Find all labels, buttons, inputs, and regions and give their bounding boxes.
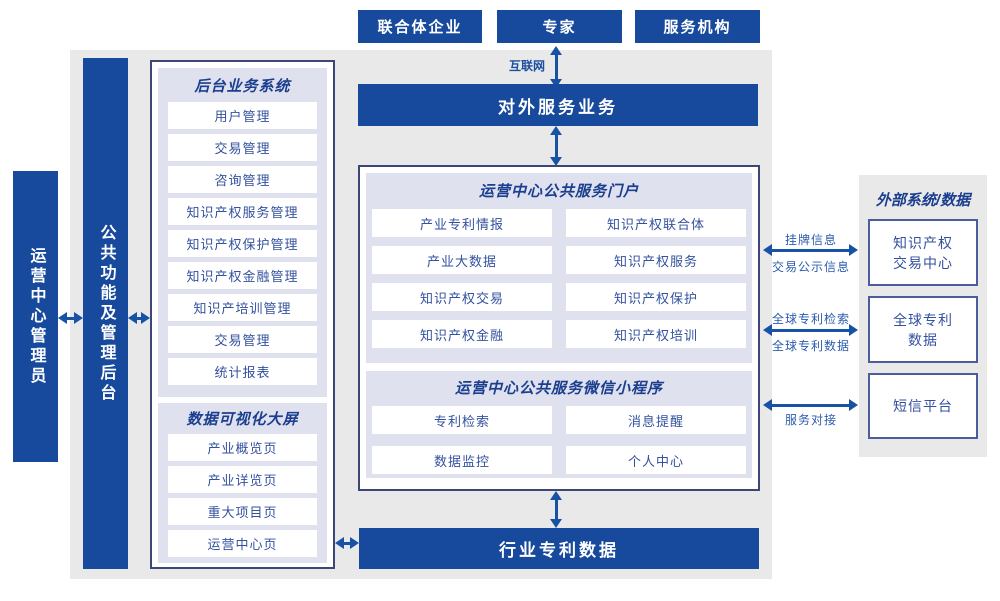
node-service-organization: 服务机构 (635, 10, 760, 43)
link-label-global-patent-data: 全球专利数据 (771, 339, 850, 353)
link-label-listing-info: 挂牌信息 (784, 233, 837, 247)
list-item: 知识产权保护管理 (168, 230, 317, 257)
backend-items: 用户管理 交易管理 咨询管理 知识产权服务管理 知识产权保护管理 知识产权金融管… (158, 96, 327, 385)
node-external-service-business: 对外服务业务 (358, 84, 758, 126)
list-item: 知识产权联合体 (566, 209, 746, 237)
dashboard-items: 产业概览页 产业详览页 重大项目页 运营中心页 (158, 429, 327, 557)
node-label-line: 交易中心 (893, 254, 953, 271)
list-item: 专利检索 (372, 406, 552, 434)
list-item: 产业大数据 (372, 246, 552, 274)
node-ip-trading-center: 知识产权 交易中心 (868, 219, 978, 286)
node-label: 运营中心管理员 (27, 246, 45, 387)
node-label: 专家 (542, 19, 577, 36)
node-label: 行业专利数据 (499, 541, 619, 560)
link-label-service-connect: 服务对接 (784, 413, 837, 427)
public-service-portal-section: 运营中心公共服务门户 产业专利情报 知识产权联合体 产业大数据 知识产权服务 知… (366, 173, 752, 363)
node-industry-patent-data: 行业专利数据 (359, 528, 759, 569)
node-label-line: 数据 (908, 331, 938, 348)
list-item: 统计报表 (168, 358, 317, 385)
list-item: 知识产权服务管理 (168, 198, 317, 225)
portal-items: 产业专利情报 知识产权联合体 产业大数据 知识产权服务 知识产权交易 知识产权保… (366, 201, 752, 348)
list-item: 咨询管理 (168, 166, 317, 193)
miniprogram-items: 专利检索 消息提醒 数据监控 个人中心 (366, 398, 752, 474)
list-item: 知识产培训管理 (168, 294, 317, 321)
list-item: 知识产权金融管理 (168, 262, 317, 289)
list-item: 交易管理 (168, 134, 317, 161)
wechat-miniprogram-section: 运营中心公共服务微信小程序 专利检索 消息提醒 数据监控 个人中心 (366, 371, 752, 478)
arrow-internet (550, 46, 562, 88)
list-item: 知识产权服务 (566, 246, 746, 274)
list-item: 数据监控 (372, 446, 552, 474)
section-title: 数据可视化大屏 (186, 411, 299, 428)
node-label: 公共功能及管理后台 (97, 223, 115, 404)
list-item: 重大项目页 (168, 498, 317, 525)
arrow-dashboard-to-industry-data (335, 537, 359, 549)
list-item: 知识产权培训 (566, 320, 746, 348)
backend-business-system-section: 后台业务系统 用户管理 交易管理 咨询管理 知识产权服务管理 知识产权保护管理 … (158, 68, 327, 397)
list-item: 知识产权保护 (566, 283, 746, 311)
list-item: 个人中心 (566, 446, 746, 474)
list-item: 产业专利情报 (372, 209, 552, 237)
list-item: 用户管理 (168, 102, 317, 129)
node-label-line: 短信平台 (893, 398, 953, 414)
link-label-global-patent-search: 全球专利检索 (771, 312, 850, 326)
section-title: 运营中心公共服务微信小程序 (454, 380, 663, 397)
arrow-service-connect (763, 399, 858, 411)
node-label-line: 全球专利 (893, 311, 953, 328)
arrow-portal-to-industry-data (550, 491, 562, 528)
list-item: 知识产权交易 (372, 283, 552, 311)
list-item: 消息提醒 (566, 406, 746, 434)
node-label: 服务机构 (663, 19, 732, 36)
arrow-admin-to-backend (58, 312, 83, 324)
node-label-line: 知识产权 (893, 234, 953, 251)
node-public-functions-admin-backend: 公共功能及管理后台 (83, 58, 128, 569)
node-ops-center-admin: 运营中心管理员 (13, 171, 58, 462)
list-item: 交易管理 (168, 326, 317, 353)
section-title: 运营中心公共服务门户 (478, 183, 639, 200)
section-title: 后台业务系统 (194, 78, 291, 95)
node-label: 对外服务业务 (498, 97, 618, 117)
list-item: 运营中心页 (168, 530, 317, 557)
list-item: 知识产权金融 (372, 320, 552, 348)
node-consortium-enterprise: 联合体企业 (358, 10, 482, 43)
arrow-global-patent (763, 324, 858, 336)
arrow-listing-trade (763, 244, 858, 256)
node-label: 联合体企业 (377, 19, 463, 36)
list-item: 产业详览页 (168, 466, 317, 493)
arrow-bar-to-container (128, 312, 150, 324)
external-panel-title: 外部系统/数据 (875, 192, 971, 209)
arrow-service-to-portal (550, 126, 562, 166)
node-sms-platform: 短信平台 (868, 373, 978, 439)
data-visualization-section: 数据可视化大屏 产业概览页 产业详览页 重大项目页 运营中心页 (158, 403, 327, 563)
node-global-patent-data: 全球专利 数据 (868, 296, 978, 363)
link-label-trade-publicity: 交易公示信息 (771, 260, 850, 274)
internet-label: 互联网 (508, 59, 545, 73)
list-item: 产业概览页 (168, 434, 317, 461)
backend-container: 后台业务系统 用户管理 交易管理 咨询管理 知识产权服务管理 知识产权保护管理 … (150, 60, 335, 569)
portal-container: 运营中心公共服务门户 产业专利情报 知识产权联合体 产业大数据 知识产权服务 知… (358, 165, 760, 491)
node-expert: 专家 (497, 10, 622, 43)
